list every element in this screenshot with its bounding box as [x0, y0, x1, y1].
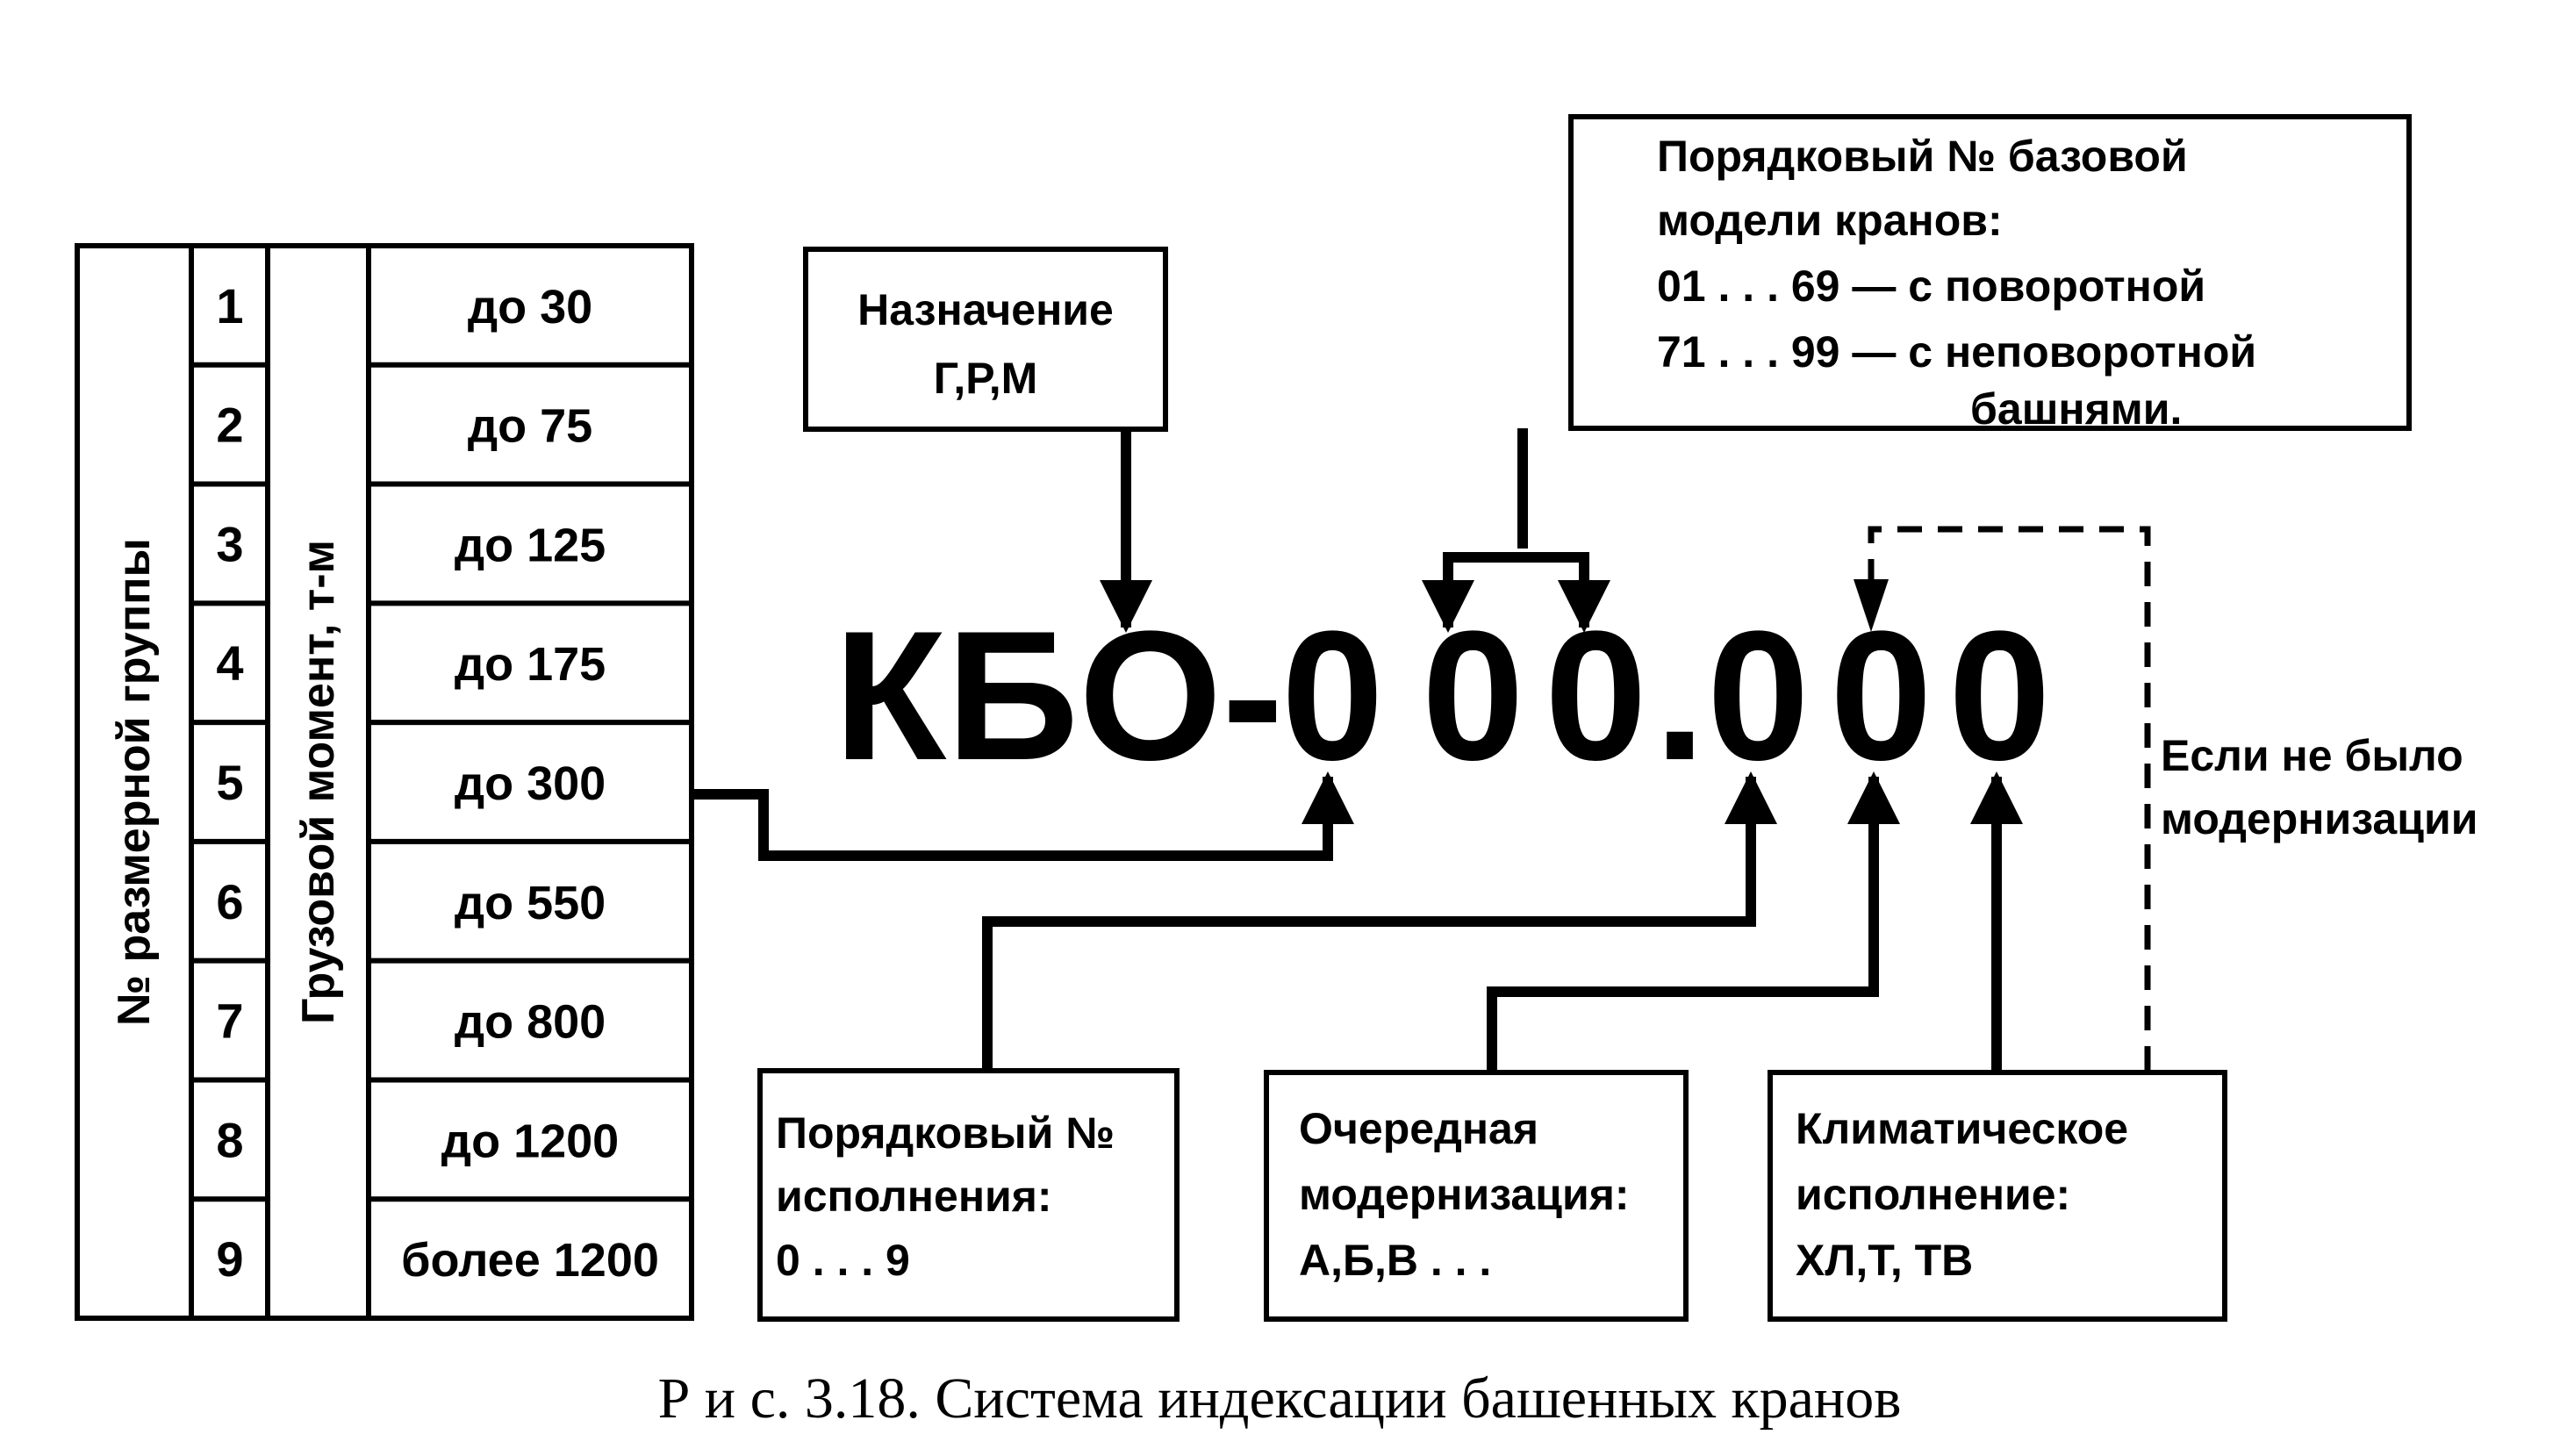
purpose-box-line1: Назначение [857, 285, 1114, 334]
base-model-box [1568, 114, 2412, 431]
climate-line2: исполнение: [1796, 1170, 2070, 1219]
base-model-line4: 71 . . . 99 — с неповоротной [1657, 327, 2256, 377]
execution-line2: исполнения: [776, 1172, 1052, 1221]
index-digit-3: 0 [1545, 592, 1647, 799]
table-row-number: 3 [216, 516, 243, 571]
climate-line3: ХЛ,Т, ТВ [1796, 1236, 1973, 1285]
table-row-number: 8 [216, 1112, 243, 1167]
connectors [692, 428, 2023, 1071]
climate-line1: Климатическое [1796, 1104, 2128, 1153]
table-row-number: 6 [216, 874, 243, 929]
modernization-box [1264, 1070, 1689, 1322]
execution-line3: 0 . . . 9 [776, 1236, 910, 1285]
purpose-box-line2: Г,Р,М [934, 354, 1038, 403]
table-rows: 1 до 30 2 до 75 3 до 125 4 до 175 5 до 300 6 до 550… [191, 278, 692, 1287]
base-model-line2: модели кранов: [1657, 196, 2003, 245]
table-row-value: до 300 [455, 757, 606, 810]
table-frame [75, 243, 694, 1321]
base-model-arrow-left [1422, 552, 1523, 633]
table-row-number: 4 [216, 635, 243, 691]
table-row-value: до 75 [468, 400, 592, 453]
table-row-number: 5 [216, 755, 243, 810]
climate-box [1768, 1070, 2227, 1322]
dashed-arrowhead [1854, 579, 1889, 632]
table-row-value: до 1200 [441, 1115, 619, 1167]
base-model-arrow-right [1523, 552, 1610, 633]
group-number-header: № размерной группы [109, 538, 160, 1026]
purpose-box [803, 247, 1168, 432]
base-model-line1: Порядковый № базовой [1657, 132, 2188, 181]
index-dot: . [1654, 592, 1705, 799]
modernization-line2: модернизация: [1299, 1170, 1630, 1219]
table-row-value: до 800 [455, 996, 606, 1049]
modernization-line1: Очередная [1299, 1104, 1538, 1153]
table-row-number: 2 [216, 398, 243, 453]
index-digit-2: 0 [1422, 592, 1524, 799]
modernization-line3: А,Б,В . . . [1299, 1236, 1491, 1285]
load-moment-header: Грузовой момент, т-м [293, 540, 344, 1024]
execution-box [757, 1068, 1180, 1322]
modernization-arrow [1487, 771, 1900, 1071]
size-group-arrow [692, 771, 1354, 861]
table-row-number: 1 [216, 278, 243, 334]
table-row-number: 9 [216, 1231, 243, 1287]
base-model-line5: башнями. [1970, 384, 2182, 434]
note-line1: Если не было [2161, 731, 2463, 780]
base-model-line3: 01 . . . 69 — с поворотной [1657, 262, 2205, 311]
table-row-value: до 550 [455, 877, 606, 929]
index-digit-5: 0 [1830, 592, 1933, 799]
table-row-value: до 30 [468, 281, 592, 334]
figure-caption: Р и с. 3.18. Система индексации башенных… [658, 1366, 1902, 1431]
table-row-value: до 125 [455, 519, 606, 571]
size-group-table [75, 243, 694, 1321]
table-row-value: более 1200 [401, 1234, 659, 1287]
execution-arrow [982, 771, 1777, 1071]
execution-line1: Порядковый № [776, 1108, 1115, 1158]
index-digit-6: 0 [1948, 592, 2051, 799]
index-digit-4: 0 [1707, 592, 1810, 799]
index-code-prefix: КБО- [834, 592, 1283, 799]
note-line2: модернизации [2161, 794, 2478, 843]
index-digit-1: 0 [1281, 592, 1384, 799]
table-row-number: 7 [216, 993, 243, 1049]
table-row-value: до 175 [455, 638, 606, 691]
